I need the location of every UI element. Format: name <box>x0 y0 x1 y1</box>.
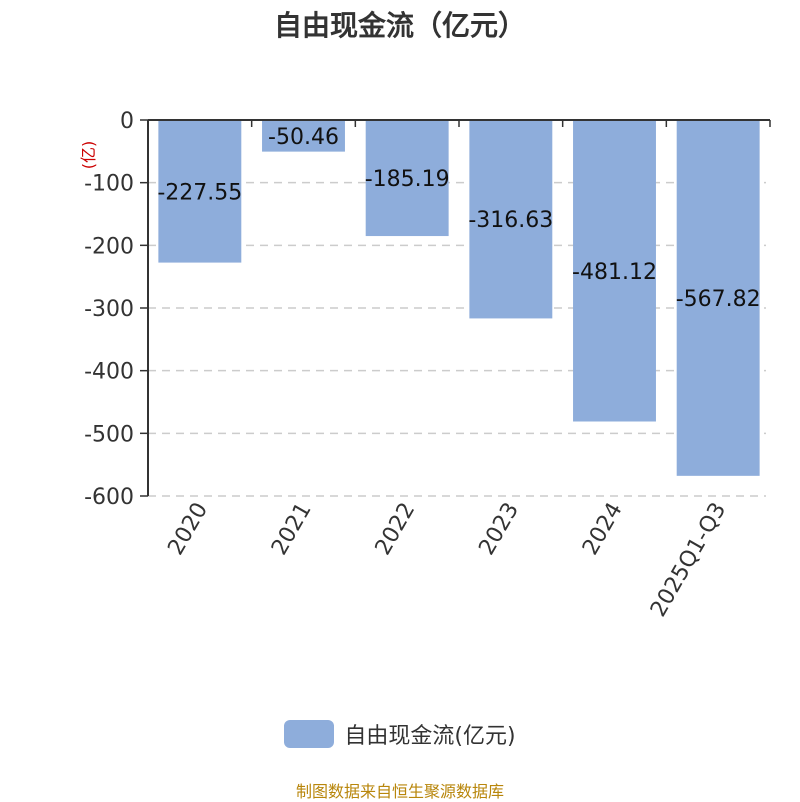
data-label: -316.63 <box>468 208 553 233</box>
y-tick-label: -400 <box>84 360 134 385</box>
legend[interactable]: 自由现金流(亿元) <box>0 718 800 750</box>
x-tick-label: 2021 <box>267 499 317 560</box>
data-label: -50.46 <box>268 125 339 150</box>
y-tick-label: -300 <box>84 297 134 322</box>
data-label: -227.55 <box>157 180 242 205</box>
source-note: 制图数据来自恒生聚源数据库 <box>295 782 504 801</box>
x-tick-label: 2025Q1-Q3 <box>646 499 731 622</box>
x-tick-label: 2024 <box>578 499 628 560</box>
data-labels: -227.55 -50.46 -185.19 -316.63 -481.12 -567.8… <box>157 125 760 312</box>
y-axis-unit-label: (亿) <box>79 141 98 170</box>
bar <box>676 120 760 476</box>
y-tick-label: 0 <box>120 109 134 134</box>
y-tick-label: -100 <box>84 172 134 197</box>
bars <box>158 120 760 476</box>
legend-label: 自由现金流(亿元) <box>344 724 516 749</box>
x-tick-label: 2022 <box>371 499 421 560</box>
legend-swatch <box>284 720 335 748</box>
grid-lines <box>148 181 766 497</box>
bar <box>573 120 656 422</box>
y-tick-label: -500 <box>84 422 134 447</box>
bar <box>365 120 449 237</box>
x-tick-label: 2023 <box>474 499 524 560</box>
y-tick-label: -600 <box>84 485 134 510</box>
data-label: -567.82 <box>676 287 761 312</box>
data-label: -481.12 <box>572 260 657 285</box>
data-label: -185.19 <box>365 167 450 192</box>
bar <box>262 120 345 152</box>
chart-title: 自由现金流（亿元） <box>273 9 526 42</box>
bar <box>469 120 553 319</box>
x-tick-label: 2020 <box>163 499 213 560</box>
y-tick-label: -200 <box>84 234 134 259</box>
bar <box>158 120 242 263</box>
